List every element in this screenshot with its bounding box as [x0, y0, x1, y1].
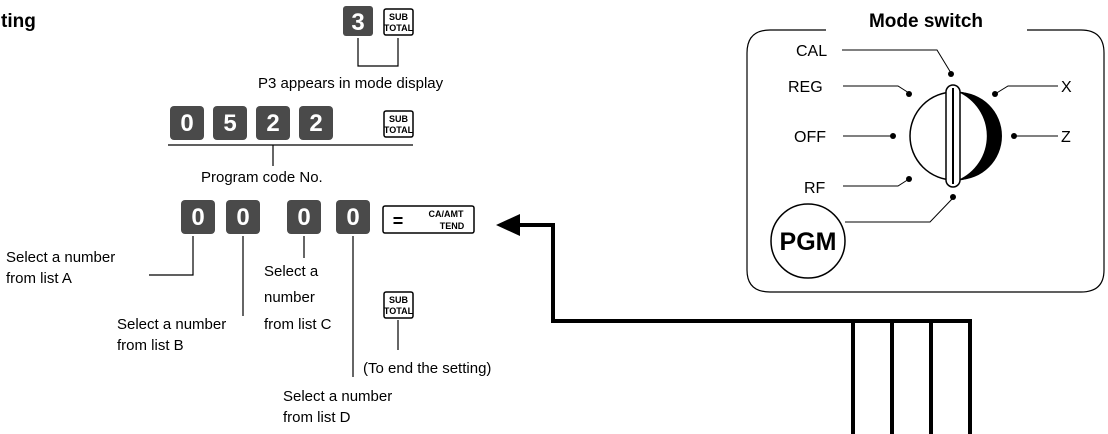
note-p3: P3 appears in mode display: [258, 75, 444, 92]
mode-dot-reg: [906, 91, 912, 97]
mode-label-cal: CAL: [796, 43, 827, 60]
mode-leader-pgm: [845, 197, 954, 223]
key-entry-a-label: 0: [191, 204, 204, 231]
key-code-2: [213, 106, 247, 140]
note-list-c-2: number: [264, 289, 315, 306]
note-list-b-1: Select a number: [117, 316, 226, 333]
key-code-4: [299, 106, 333, 140]
note-program-code: Program code No.: [201, 169, 323, 186]
key-code-3: [256, 106, 290, 140]
key-entry-d-label: 0: [346, 204, 359, 231]
key-code-4-label: 2: [309, 110, 322, 137]
key-entry-c-label: 0: [297, 204, 310, 231]
subtotal-key-1-bottom: TOTAL: [384, 23, 414, 33]
subtotal-key-2: SUB TOTAL: [383, 110, 414, 138]
note-list-d-1: Select a number: [283, 388, 392, 405]
key-entry-a: [181, 200, 215, 234]
key-entry-b: [226, 200, 260, 234]
ca-key-top: CA/AMT: [429, 209, 464, 219]
key-3-label: 3: [351, 9, 364, 36]
mode-switch-title: Mode switch: [869, 11, 983, 32]
key-3: 3: [343, 6, 373, 36]
mode-switch-panel: Mode switch CAL REG OFF RF PGM X Z: [746, 11, 1105, 293]
note-list-a-1: Select a number: [6, 249, 115, 266]
note-list-c-1: Select a: [264, 263, 319, 280]
mode-dial-shadow: [958, 92, 1002, 180]
mode-dot-pgm: [950, 194, 956, 200]
ca-amt-tend-key: = CA/AMT TEND: [382, 205, 475, 234]
subtotal-key-1: SUB TOTAL: [383, 8, 414, 36]
leader-list-a: [149, 236, 194, 276]
key-entry-d: [336, 200, 370, 234]
mode-dot-rf: [906, 176, 912, 182]
note-list-d-2: from list D: [283, 409, 351, 426]
ca-key-bottom: TEND: [440, 221, 465, 231]
key-code-1-label: 0: [180, 110, 193, 137]
ca-key-equals: =: [393, 211, 404, 231]
mode-label-off: OFF: [794, 129, 826, 146]
subtotal-key-3-bottom: TOTAL: [384, 306, 414, 316]
subtotal-key-3-top: SUB: [389, 295, 409, 305]
note-end: (To end the setting): [363, 360, 491, 377]
program-code-keys: 0 5 2 2: [170, 106, 333, 140]
mode-pgm-circle: [770, 203, 846, 279]
mode-leader-x: [994, 85, 1058, 95]
mode-label-z: Z: [1061, 129, 1071, 146]
mode-label-reg: REG: [788, 79, 823, 96]
mode-dot-cal: [948, 71, 954, 77]
subtotal-key-3: SUB TOTAL: [383, 291, 414, 319]
mode-label-x: X: [1061, 79, 1072, 96]
mode-dot-x: [992, 91, 998, 97]
mode-leader-cal: [842, 49, 952, 74]
mode-dot-off: [890, 133, 896, 139]
bracket-step1: [357, 38, 399, 67]
subtotal-key-2-bottom: TOTAL: [384, 125, 414, 135]
key-entry-c: [287, 200, 321, 234]
subtotal-key-2-top: SUB: [389, 114, 409, 124]
mode-leader-rf: [843, 178, 910, 187]
note-list-c-3: from list C: [264, 316, 332, 333]
key-code-1: [170, 106, 204, 140]
section-heading: ting: [1, 11, 36, 32]
repeat-arrow: [496, 214, 972, 434]
mode-leader-reg: [843, 85, 910, 94]
subtotal-key-1-top: SUB: [389, 12, 409, 22]
mode-label-pgm: PGM: [780, 228, 837, 256]
mode-dot-z: [1011, 133, 1017, 139]
key-code-3-label: 2: [266, 110, 279, 137]
key-code-2-label: 5: [223, 110, 236, 137]
note-list-a-2: from list A: [6, 270, 72, 287]
key-entry-b-label: 0: [236, 204, 249, 231]
entry-keys: 0 0 0 0: [181, 200, 370, 234]
note-list-b-2: from list B: [117, 337, 184, 354]
mode-label-rf: RF: [804, 180, 826, 197]
